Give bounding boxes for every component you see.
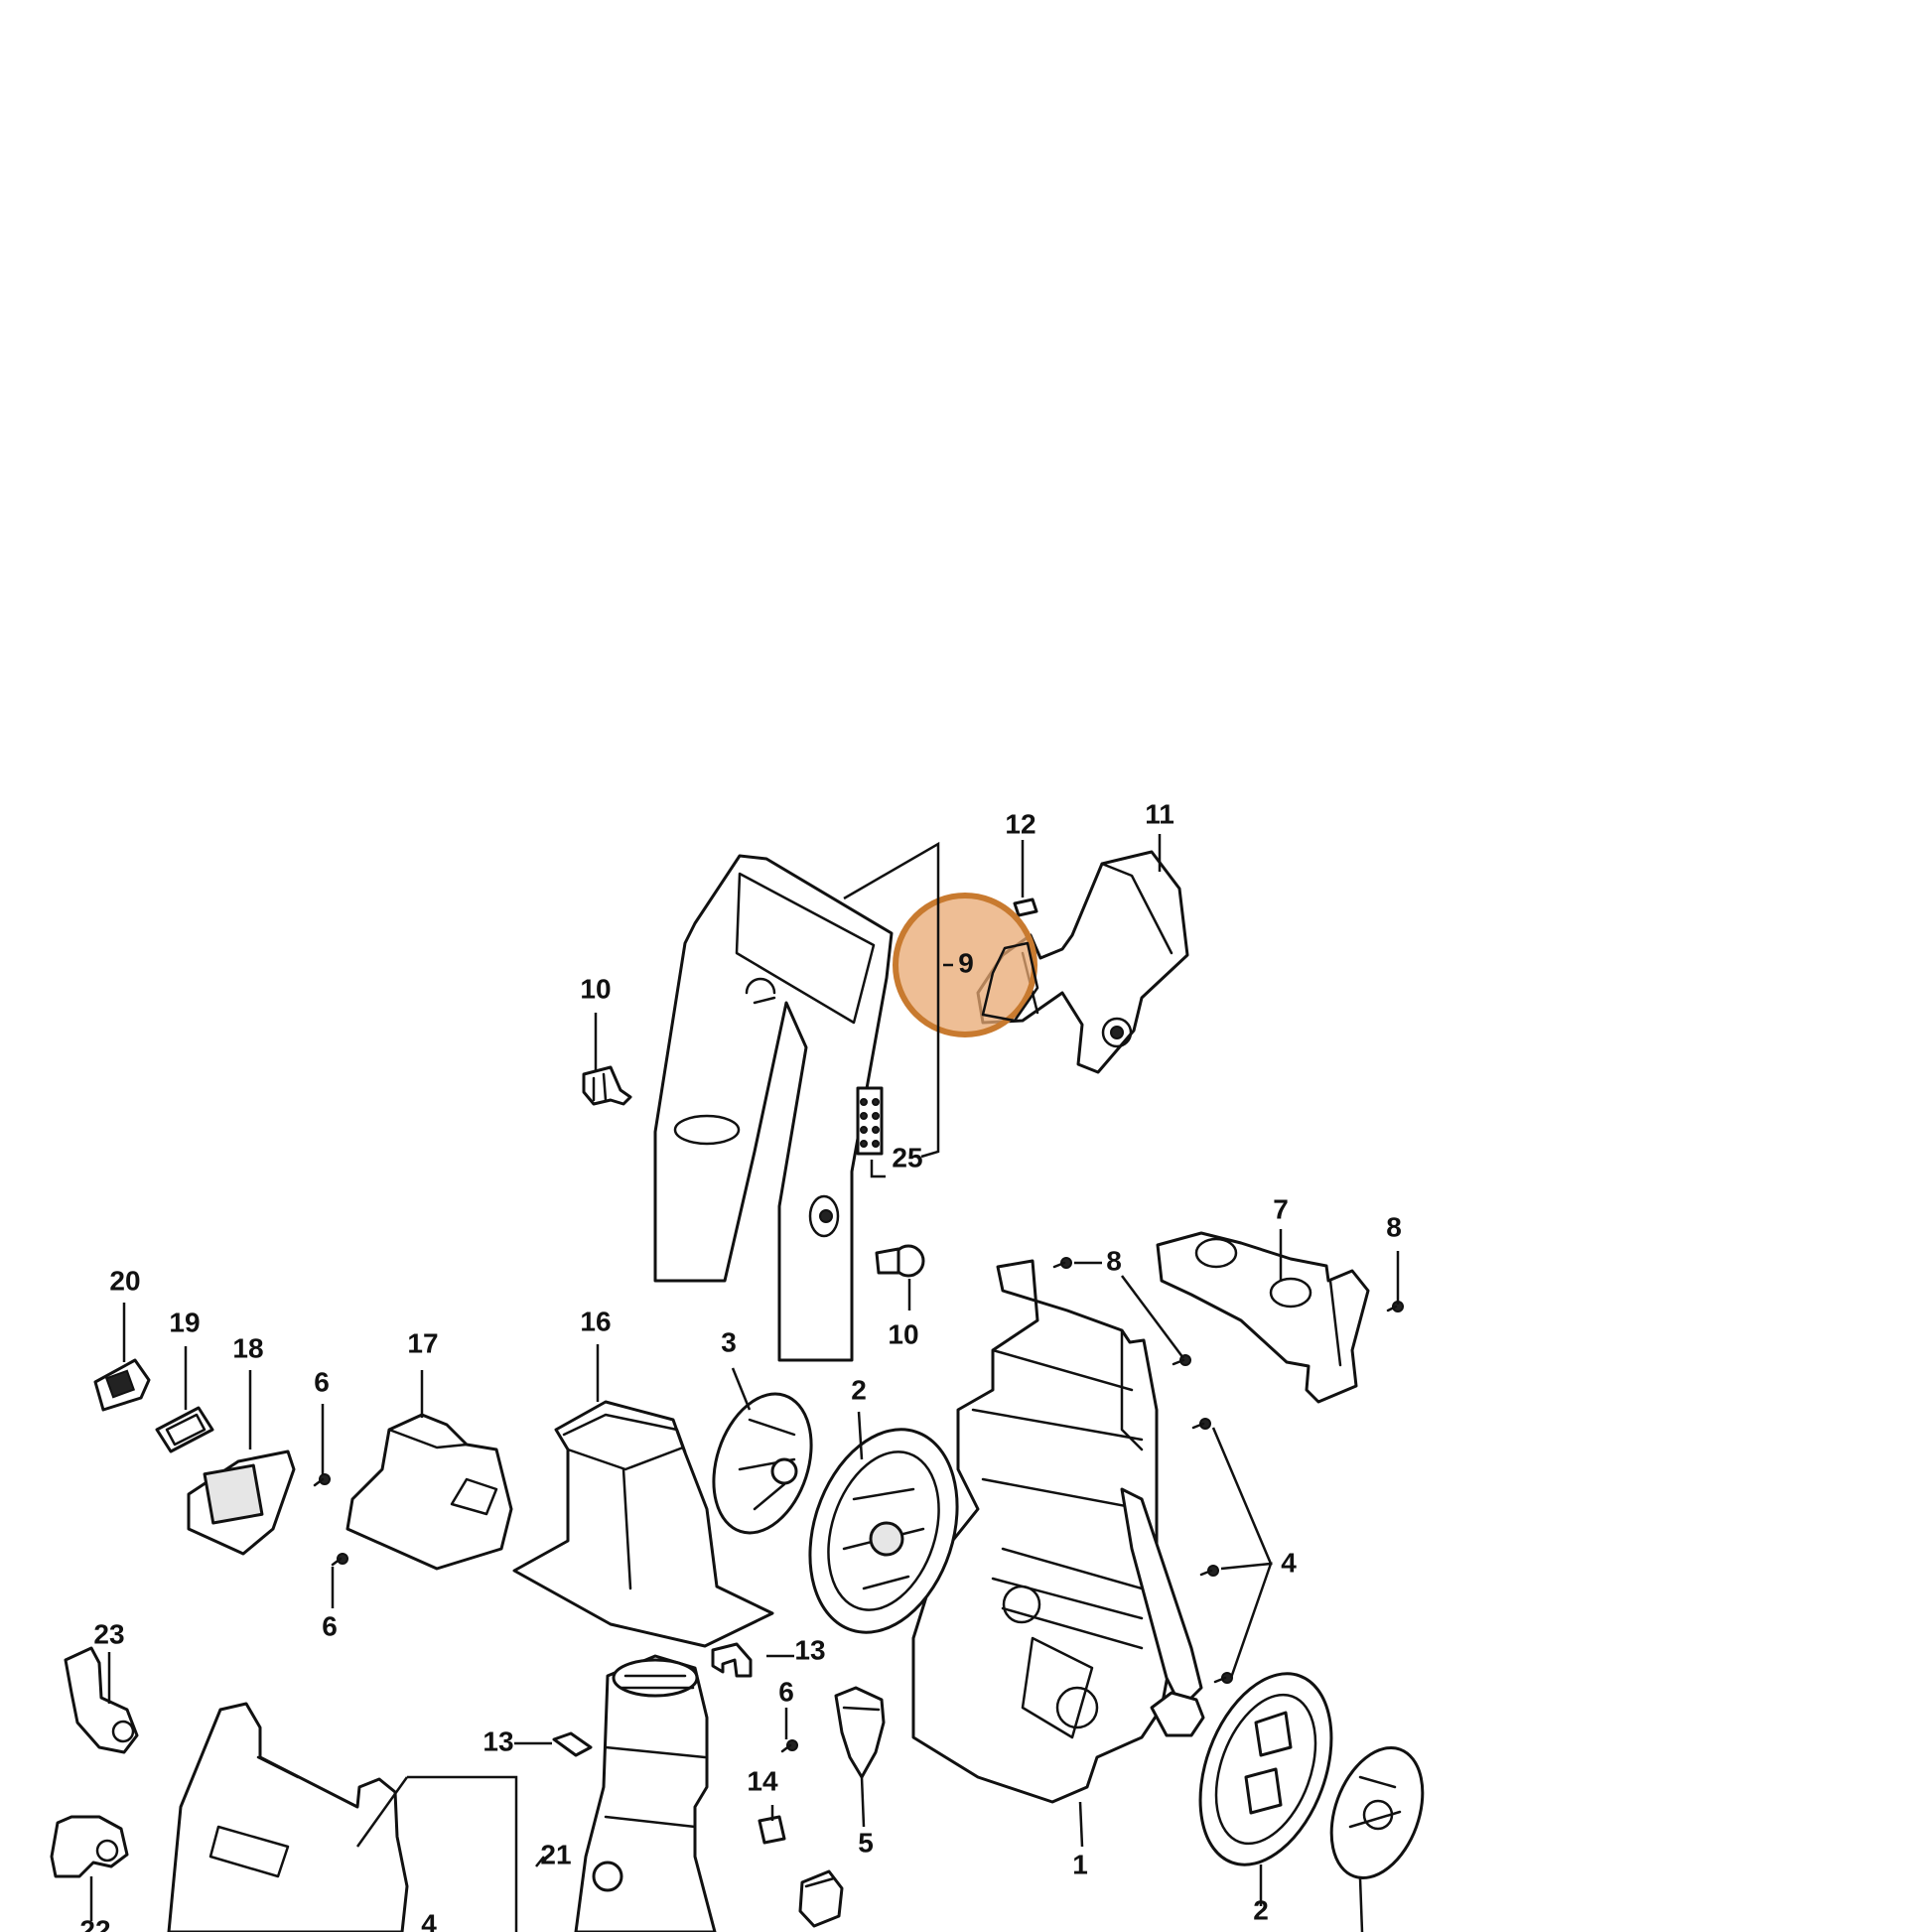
- pump-motor: [574, 1654, 717, 1932]
- callout-25: 25: [892, 1142, 922, 1173]
- callout-10: 10: [888, 1318, 918, 1349]
- callout-10: 10: [580, 973, 611, 1004]
- side-bracket: [1156, 1231, 1370, 1404]
- hose-holder-lower: [50, 1815, 129, 1878]
- hub-cap: [712, 1392, 813, 1535]
- knob-bottom: [875, 1244, 925, 1278]
- callout-13: 13: [794, 1634, 825, 1665]
- callout-6: 6: [314, 1366, 330, 1397]
- callout-20: 20: [109, 1265, 140, 1296]
- motor-cover: [345, 1413, 513, 1571]
- callout-6: 6: [778, 1676, 794, 1707]
- callout-11: 11: [1145, 798, 1174, 829]
- callout-9[interactable]: 9: [958, 947, 974, 978]
- screw-8-a: [1052, 1257, 1072, 1269]
- callout-16: 16: [580, 1306, 611, 1336]
- callout-22: 22: [79, 1914, 110, 1932]
- union-nut: [798, 1869, 844, 1928]
- callout-1: 1: [1072, 1849, 1088, 1879]
- label-plate: [856, 1086, 884, 1156]
- wheel-right: [1198, 1672, 1333, 1866]
- screw-6-c: [780, 1739, 798, 1753]
- callout-3: 3: [721, 1326, 737, 1357]
- screw-4-b: [1199, 1565, 1219, 1577]
- callouts: 12 11 9 10 25 7 8 8 10 20 19 18 17 16 3 …: [79, 798, 1401, 1932]
- callout-13: 13: [483, 1725, 513, 1756]
- callout-4: 4: [1281, 1547, 1297, 1578]
- callout-2: 2: [1253, 1894, 1269, 1925]
- switch-seal: [155, 1406, 214, 1453]
- nozzle-holder: [834, 1686, 886, 1779]
- wheel-center: [808, 1428, 959, 1634]
- screw-6-b: [331, 1553, 348, 1567]
- callout-23: 23: [93, 1618, 124, 1649]
- callout-5: 5: [858, 1827, 874, 1858]
- handle-frame: [653, 854, 894, 1362]
- screw-6-a: [313, 1473, 331, 1487]
- screw-4-c: [1213, 1672, 1233, 1684]
- callout-4: 4: [421, 1908, 437, 1932]
- callout-7: 7: [1273, 1193, 1289, 1224]
- main-housing: [911, 1259, 1205, 1804]
- callout-6: 6: [322, 1610, 338, 1641]
- callout-12: 12: [1005, 808, 1035, 839]
- highlight-marker[interactable]: [893, 893, 1039, 1037]
- screw-8-c: [1386, 1301, 1404, 1312]
- callout-14: 14: [747, 1765, 778, 1796]
- clip-13-b: [552, 1731, 593, 1757]
- hose-holder: [64, 1646, 139, 1754]
- callout-18: 18: [232, 1332, 263, 1363]
- hose-cover: [512, 1400, 774, 1648]
- knob-top: [582, 1065, 632, 1106]
- callout-8: 8: [1386, 1211, 1402, 1242]
- switch-housing: [187, 1449, 296, 1556]
- callout-19: 19: [169, 1307, 200, 1337]
- hub-cap-right: [1329, 1746, 1425, 1879]
- callout-8: 8: [1106, 1245, 1122, 1276]
- callout-21: 21: [540, 1839, 571, 1869]
- callout-2: 2: [851, 1374, 867, 1405]
- callout-17: 17: [407, 1327, 438, 1358]
- leader-lines: [89, 834, 1400, 1932]
- rocker-switch: [93, 1358, 151, 1412]
- screw-4-a: [1191, 1418, 1211, 1430]
- tank-cover: [167, 1702, 409, 1932]
- clip-13-a: [711, 1642, 753, 1678]
